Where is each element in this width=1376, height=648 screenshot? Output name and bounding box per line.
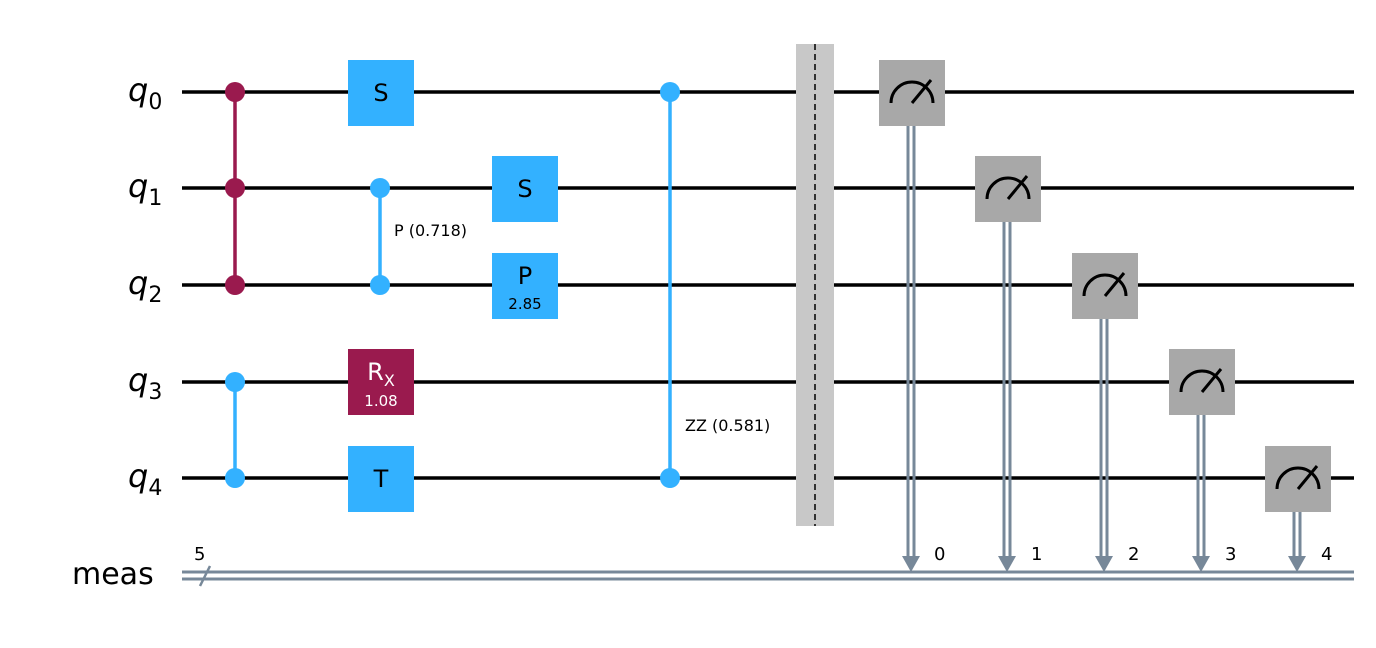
cz-gate-q3-q4 [225, 372, 245, 488]
meter-icon [1275, 465, 1321, 490]
svg-text:1.08: 1.08 [364, 392, 397, 410]
meter-icon [1179, 368, 1225, 393]
s-gate-q0: S [348, 60, 414, 126]
svg-text:RX: RX [367, 358, 395, 390]
zz-label: ZZ (0.581) [685, 416, 770, 435]
svg-text:2.85: 2.85 [508, 295, 541, 313]
meter-icon [1082, 272, 1128, 297]
qubit-label-3: q3 [128, 361, 162, 405]
classical-register-wire: 5 [182, 544, 1354, 587]
arrow-down-icon [1095, 556, 1113, 572]
controlled-phase-gate: P (0.718) [370, 178, 467, 295]
cp-label: P (0.718) [394, 221, 467, 240]
register-width: 5 [194, 544, 205, 565]
svg-text:1: 1 [1031, 544, 1042, 565]
measure-q2: 2 [1072, 253, 1139, 572]
measure-q4: 4 [1265, 446, 1332, 572]
arrow-down-icon [998, 556, 1016, 572]
svg-text:S: S [517, 175, 532, 203]
arrow-down-icon [1288, 556, 1306, 572]
measure-q3: 3 [1169, 349, 1236, 572]
s-gate-q1: S [492, 156, 558, 222]
classical-label: meas [72, 557, 154, 592]
rx-gate-q3: RX 1.08 [348, 349, 414, 415]
svg-text:P: P [518, 262, 532, 290]
zz-gate: ZZ (0.581) [660, 82, 770, 488]
t-gate-q4: T [348, 446, 414, 512]
qubit-label-2: q2 [128, 264, 162, 308]
cz-gate [225, 82, 245, 295]
svg-text:4: 4 [1321, 544, 1332, 565]
arrow-down-icon [902, 556, 920, 572]
bundle-slash [198, 565, 212, 587]
qubit-label-4: q4 [128, 457, 162, 501]
svg-text:2: 2 [1128, 544, 1139, 565]
barrier [796, 44, 834, 526]
qubit-labels: q0 q1 q2 q3 q4 meas [72, 71, 162, 592]
qubit-label-0: q0 [128, 71, 162, 115]
meter-icon [985, 175, 1031, 200]
arrow-down-icon [1192, 556, 1210, 572]
measure-q0: 0 [879, 60, 945, 572]
svg-text:3: 3 [1225, 544, 1236, 565]
svg-text:T: T [373, 465, 389, 493]
svg-text:0: 0 [934, 544, 945, 565]
p-gate-q2: P 2.85 [492, 253, 558, 319]
svg-text:S: S [373, 79, 388, 107]
meter-icon [889, 79, 935, 104]
measure-q1: 1 [975, 156, 1042, 572]
qubit-label-1: q1 [128, 167, 162, 211]
